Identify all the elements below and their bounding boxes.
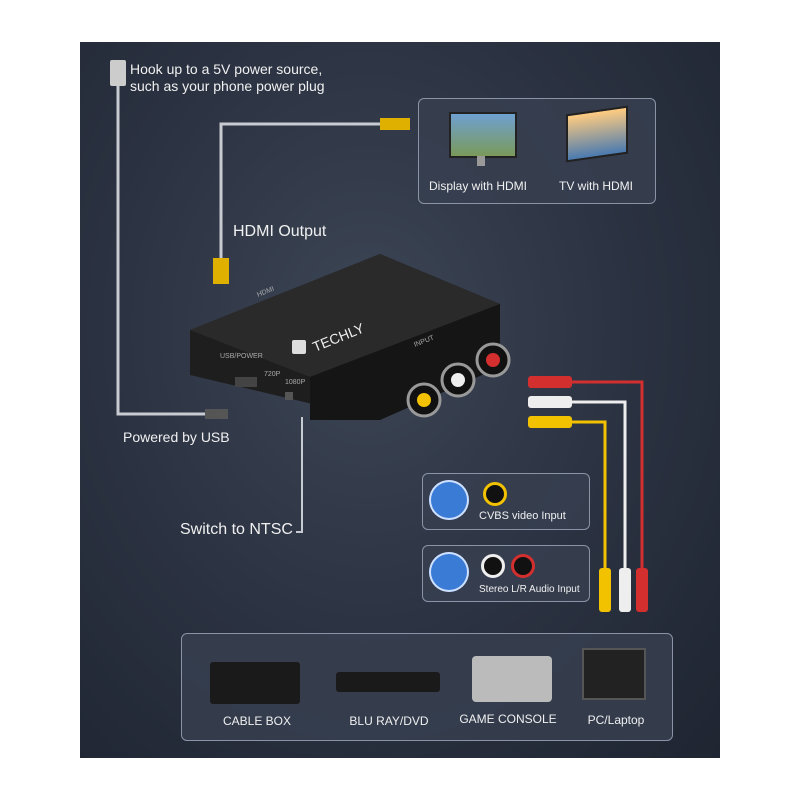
cvbs-input-label: CVBS video Input <box>479 510 566 522</box>
res-720-label: 720P <box>264 371 281 378</box>
yellow-jack-icon <box>483 482 507 506</box>
port-label: USB/POWER <box>220 353 263 360</box>
usb-plug-icon <box>110 60 126 86</box>
source-label-console: GAME CONSOLE <box>459 712 557 726</box>
tv-icon <box>566 105 628 163</box>
source-label-bluray: BLU RAY/DVD <box>349 714 429 728</box>
ntsc-switch <box>285 392 293 400</box>
converter-device <box>190 254 511 420</box>
hdmi-plug-top <box>380 118 410 130</box>
powered-by-usb-label: Powered by USB <box>123 429 230 445</box>
rca-red-plug-bottom <box>636 568 648 612</box>
display-hdmi-label: Display with HDMI <box>429 179 528 193</box>
rca-red-plug-top <box>528 376 572 388</box>
rca-white-plug-bottom <box>619 568 631 612</box>
rca-red-cable <box>572 380 644 570</box>
speaker-icon <box>429 552 469 592</box>
source-label-pc: PC/Laptop <box>587 713 645 727</box>
red-jack-icon <box>511 554 535 578</box>
usb-source-label-2: such as your phone power plug <box>130 78 325 94</box>
usb-mini-plug <box>205 409 228 419</box>
hdmi-output-label: HDMI Output <box>233 223 327 240</box>
white-jack-icon <box>481 554 505 578</box>
hdmi-mark: HDMI <box>256 286 275 299</box>
switch-ntsc-label: Switch to NTSC <box>180 521 293 538</box>
blu-ray-icon <box>336 672 440 692</box>
brand-logo-mark <box>292 340 306 354</box>
cvbs-input-box: CVBS video Input <box>422 473 590 530</box>
usb-port <box>235 377 257 387</box>
usb-cable <box>116 82 205 416</box>
ntsc-pointer-line <box>296 417 303 533</box>
game-console-icon <box>472 656 552 702</box>
usb-source-label: Hook up to a 5V power source, <box>130 61 323 77</box>
source-label-cable-box: CABLE BOX <box>222 714 292 728</box>
tv-hdmi-label: TV with HDMI <box>559 179 634 193</box>
rca-white-plug-top <box>528 396 572 408</box>
cable-box-icon <box>210 662 300 704</box>
monitor-icon <box>449 112 517 158</box>
hdmi-display-box: Display with HDMI TV with HDMI <box>418 98 656 204</box>
rca-white-cable <box>572 400 627 570</box>
hdmi-cable <box>219 122 385 267</box>
rca-yellow-plug-top <box>528 416 572 428</box>
audio-input-label: Stereo L/R Audio Input <box>479 584 580 595</box>
res-1080-label: 1080P <box>285 379 306 386</box>
pc-icon <box>582 648 646 700</box>
hdmi-plug-bottom <box>213 258 229 284</box>
monitor-icon <box>429 480 469 520</box>
cable-lines: TECHLY USB/POWER 720P 1080P HDMI INPUT <box>116 82 648 612</box>
rca-yellow-cable <box>572 420 607 570</box>
rca-yellow-plug-bottom <box>599 568 611 612</box>
audio-input-box: Stereo L/R Audio Input <box>422 545 590 602</box>
source-devices-box: CABLE BOX BLU RAY/DVD GAME CONSOLE PC/La… <box>181 633 673 741</box>
diagram-panel: TECHLY USB/POWER 720P 1080P HDMI INPUT H… <box>80 42 720 758</box>
